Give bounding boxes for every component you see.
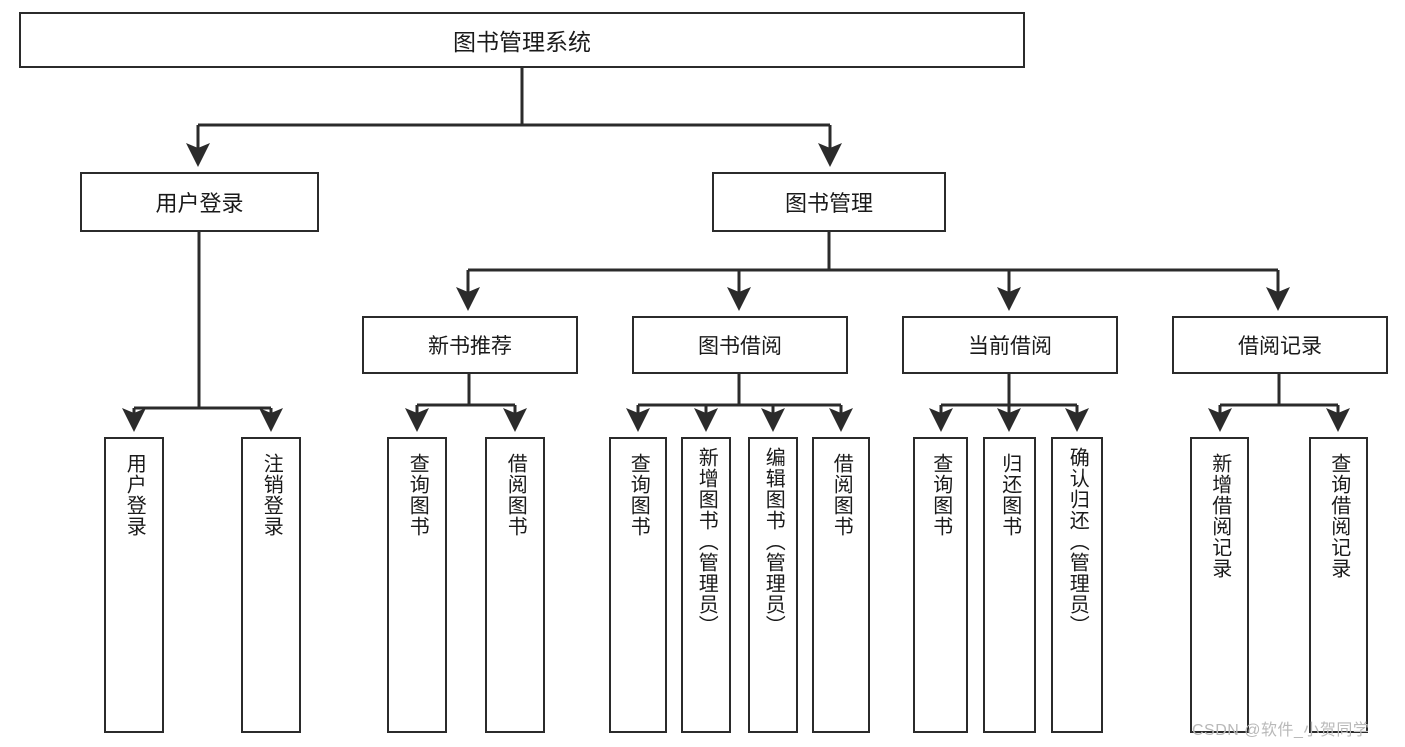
node-leaf-query-book-2[interactable]: 查询图书 (609, 437, 667, 733)
node-leaf-add-record[interactable]: 新增借阅记录 (1190, 437, 1249, 733)
node-book-manage[interactable]: 图书管理 (712, 172, 946, 232)
leaf-label: 注销登录 (260, 453, 283, 537)
leaf-label: 借阅图书 (504, 453, 527, 537)
node-leaf-user-logout[interactable]: 注销登录 (241, 437, 301, 733)
leaf-label: 确认归还（管理员） (1066, 447, 1089, 636)
leaf-label: 查询借阅记录 (1327, 453, 1350, 579)
node-leaf-confirm-return[interactable]: 确认归还（管理员） (1051, 437, 1103, 733)
node-leaf-return-book[interactable]: 归还图书 (983, 437, 1036, 733)
node-root[interactable]: 图书管理系统 (19, 12, 1025, 68)
leaf-label: 用户登录 (123, 453, 146, 537)
leaf-label: 归还图书 (998, 453, 1021, 537)
csdn-watermark: CSDN @软件_小贺同学 (1192, 722, 1370, 739)
node-new-book-rec[interactable]: 新书推荐 (362, 316, 578, 374)
leaf-label: 借阅图书 (830, 453, 853, 537)
node-leaf-add-book[interactable]: 新增图书（管理员） (681, 437, 731, 733)
node-leaf-edit-book[interactable]: 编辑图书（管理员） (748, 437, 798, 733)
node-user-login[interactable]: 用户登录 (80, 172, 319, 232)
leaf-label: 查询图书 (627, 453, 650, 537)
node-current-borrow[interactable]: 当前借阅 (902, 316, 1118, 374)
node-leaf-query-book-3[interactable]: 查询图书 (913, 437, 968, 733)
leaf-label: 新增借阅记录 (1208, 453, 1231, 579)
node-leaf-borrow-book-1[interactable]: 借阅图书 (485, 437, 545, 733)
leaf-label: 编辑图书（管理员） (762, 447, 785, 636)
node-leaf-query-book-1[interactable]: 查询图书 (387, 437, 447, 733)
leaf-label: 查询图书 (929, 453, 952, 537)
leaf-label: 查询图书 (406, 453, 429, 537)
node-leaf-borrow-book-2[interactable]: 借阅图书 (812, 437, 870, 733)
node-leaf-user-login[interactable]: 用户登录 (104, 437, 164, 733)
leaf-label: 新增图书（管理员） (695, 447, 718, 636)
node-leaf-query-record[interactable]: 查询借阅记录 (1309, 437, 1368, 733)
node-book-borrow[interactable]: 图书借阅 (632, 316, 848, 374)
node-borrow-record[interactable]: 借阅记录 (1172, 316, 1388, 374)
